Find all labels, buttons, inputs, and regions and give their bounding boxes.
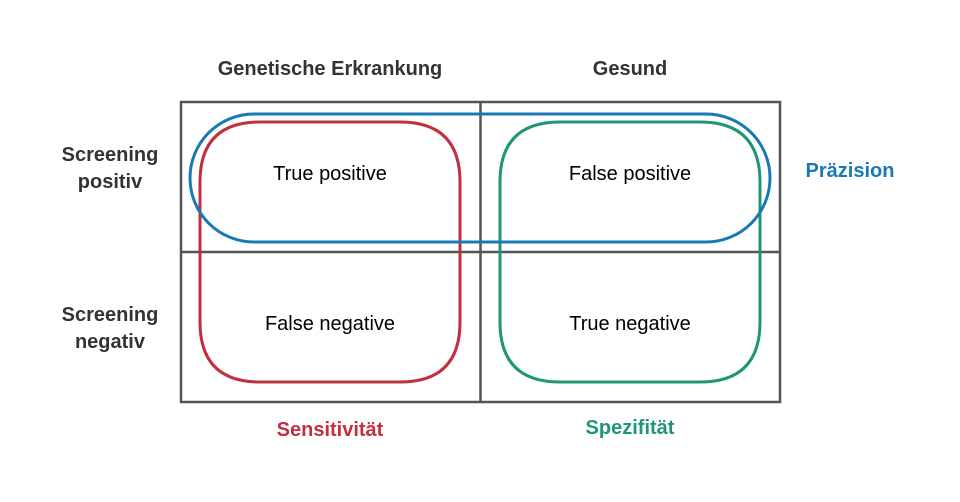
- metric-label-sensitivity: Sensitivität: [276, 418, 384, 441]
- column-header-healthy: Gesund: [592, 57, 668, 80]
- metric-label-precision: Präzision: [805, 159, 895, 182]
- row-header-screening-negative: Screening negativ: [61, 304, 159, 353]
- cell-false-negative: False negative: [264, 312, 396, 335]
- metric-label-specificity: Spezifität: [585, 416, 675, 439]
- cell-true-positive: True positive: [273, 162, 387, 185]
- sensitivity-outline: [198, 120, 462, 384]
- precision-outline: [188, 112, 772, 244]
- column-header-disease: Genetische Erkrankung: [217, 57, 443, 80]
- cell-true-negative: True negative: [569, 312, 691, 335]
- row-header-screening-positive: Screening positiv: [61, 144, 159, 193]
- cell-false-positive: False positive: [568, 162, 692, 185]
- specificity-outline: [498, 120, 762, 384]
